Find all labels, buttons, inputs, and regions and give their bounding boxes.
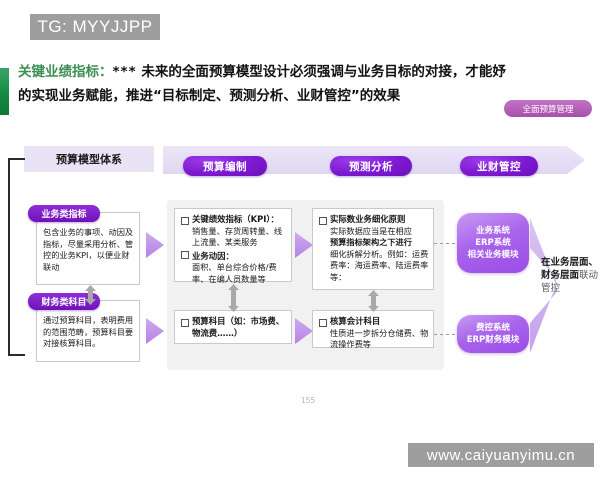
model-system-header: 预算模型体系: [24, 146, 154, 172]
business-erp-block[interactable]: 业务系统 ERP系统 相关业务模块: [457, 213, 529, 273]
page-title: 关键业绩指标：*** 未来的全面预算模型设计必须强调与业务目标的对接，才能妤的实…: [18, 60, 518, 108]
actual-detail-text-b: 预算指标架构之下进行: [330, 237, 412, 247]
checkbox-icon: [319, 319, 327, 327]
finance-subject-text: 通过预算科目，表明费用 的范围范畴，预算科目要 对接核算科目。: [43, 315, 134, 348]
arrow-updown-icon: [228, 284, 239, 312]
outcome-soft: 联动管控: [541, 270, 599, 294]
budget-subject-title: 预算科目（如：市场费、物流费……）: [192, 316, 285, 338]
page-number: 155: [300, 396, 316, 405]
business-indicator-card: 包含业务的事项、动因及 指标，尽量采用分析、管 控的业务KPI，以便业财 联动: [36, 212, 140, 285]
checkbox-icon: [181, 217, 189, 225]
outcome-strong: 在业务层面、财务层面: [541, 257, 599, 281]
headline-stars: ***: [112, 64, 137, 80]
business-indicator-tag[interactable]: 业务类指标: [28, 205, 100, 222]
checkbox-icon: [181, 251, 189, 259]
finance-subject-tag[interactable]: 财务类科目: [28, 293, 100, 310]
driver-title: 业务动因：: [192, 250, 234, 261]
status-badge: 全面预算管理: [504, 100, 592, 117]
bracket-tick-bottom: [8, 354, 25, 356]
watermark-top: TG: MYYJJPP: [30, 14, 160, 40]
checkbox-icon: [181, 319, 189, 327]
arrow-right-icon: [146, 232, 164, 258]
connector-line: [434, 243, 458, 244]
connector-line: [434, 334, 458, 335]
bracket-tick-top: [8, 158, 25, 160]
actual-detail-card: 实际数业务细化原则 实际数据应当是在相应 预算指标架构之下进行 细化拆解分析。例…: [312, 208, 434, 290]
accounting-subject-text: 性质进一步拆分仓储费、物流操作费等: [330, 327, 429, 350]
headline-lead: 关键业绩指标：: [18, 64, 113, 80]
kpi-text: 销售量、存货周转量、线上流量、某类服务: [192, 225, 283, 248]
checkbox-icon: [319, 217, 327, 225]
headline-body: 未来的全面预算模型设计必须强调与业务目标的对接，才能妤的实现业务赋能，推进“目标…: [18, 64, 506, 104]
stage-pill-control[interactable]: 业财管控: [460, 156, 538, 176]
arrow-right-icon: [146, 318, 164, 344]
stage-pill-budgeting[interactable]: 预算编制: [183, 156, 267, 176]
watermark-bottom: www.caiyuanyimu.cn: [408, 443, 594, 467]
bracket-spine: [8, 158, 10, 356]
finance-erp-block[interactable]: 费控系统 ERP财务模块: [457, 315, 529, 353]
actual-detail-title: 实际数业务细化原则: [330, 214, 406, 224]
kpi-card: 关键绩效指标（KPI）： 销售量、存货周转量、线上流量、某类服务 业务动因： 面…: [174, 208, 292, 284]
outcome-text: 在业务层面、财务层面联动管控: [541, 256, 599, 295]
accounting-subject-title: 核算会计科目: [330, 316, 381, 326]
actual-detail-text-c: 细化拆解分析。例如：运费费率：海运费率、陆运费率等：: [330, 248, 429, 282]
budget-subject-card: 预算科目（如：市场费、物流费……）: [174, 310, 292, 344]
arrow-updown-icon: [85, 285, 96, 305]
arrow-updown-icon: [368, 290, 379, 312]
driver-text: 面积、单台综合价格/费率、在编人员数量等: [192, 262, 277, 284]
business-indicator-text: 包含业务的事项、动因及 指标，尽量采用分析、管 控的业务KPI，以便业财 联动: [43, 227, 134, 272]
actual-detail-text-a: 实际数据应当是在相应: [330, 225, 412, 236]
kpi-title: 关键绩效指标（KPI）：: [192, 214, 279, 224]
stage-pill-forecasting[interactable]: 预测分析: [330, 156, 412, 176]
accounting-subject-card: 核算会计科目 性质进一步拆分仓储费、物流操作费等: [312, 310, 434, 350]
green-accent-bar: [0, 68, 9, 115]
